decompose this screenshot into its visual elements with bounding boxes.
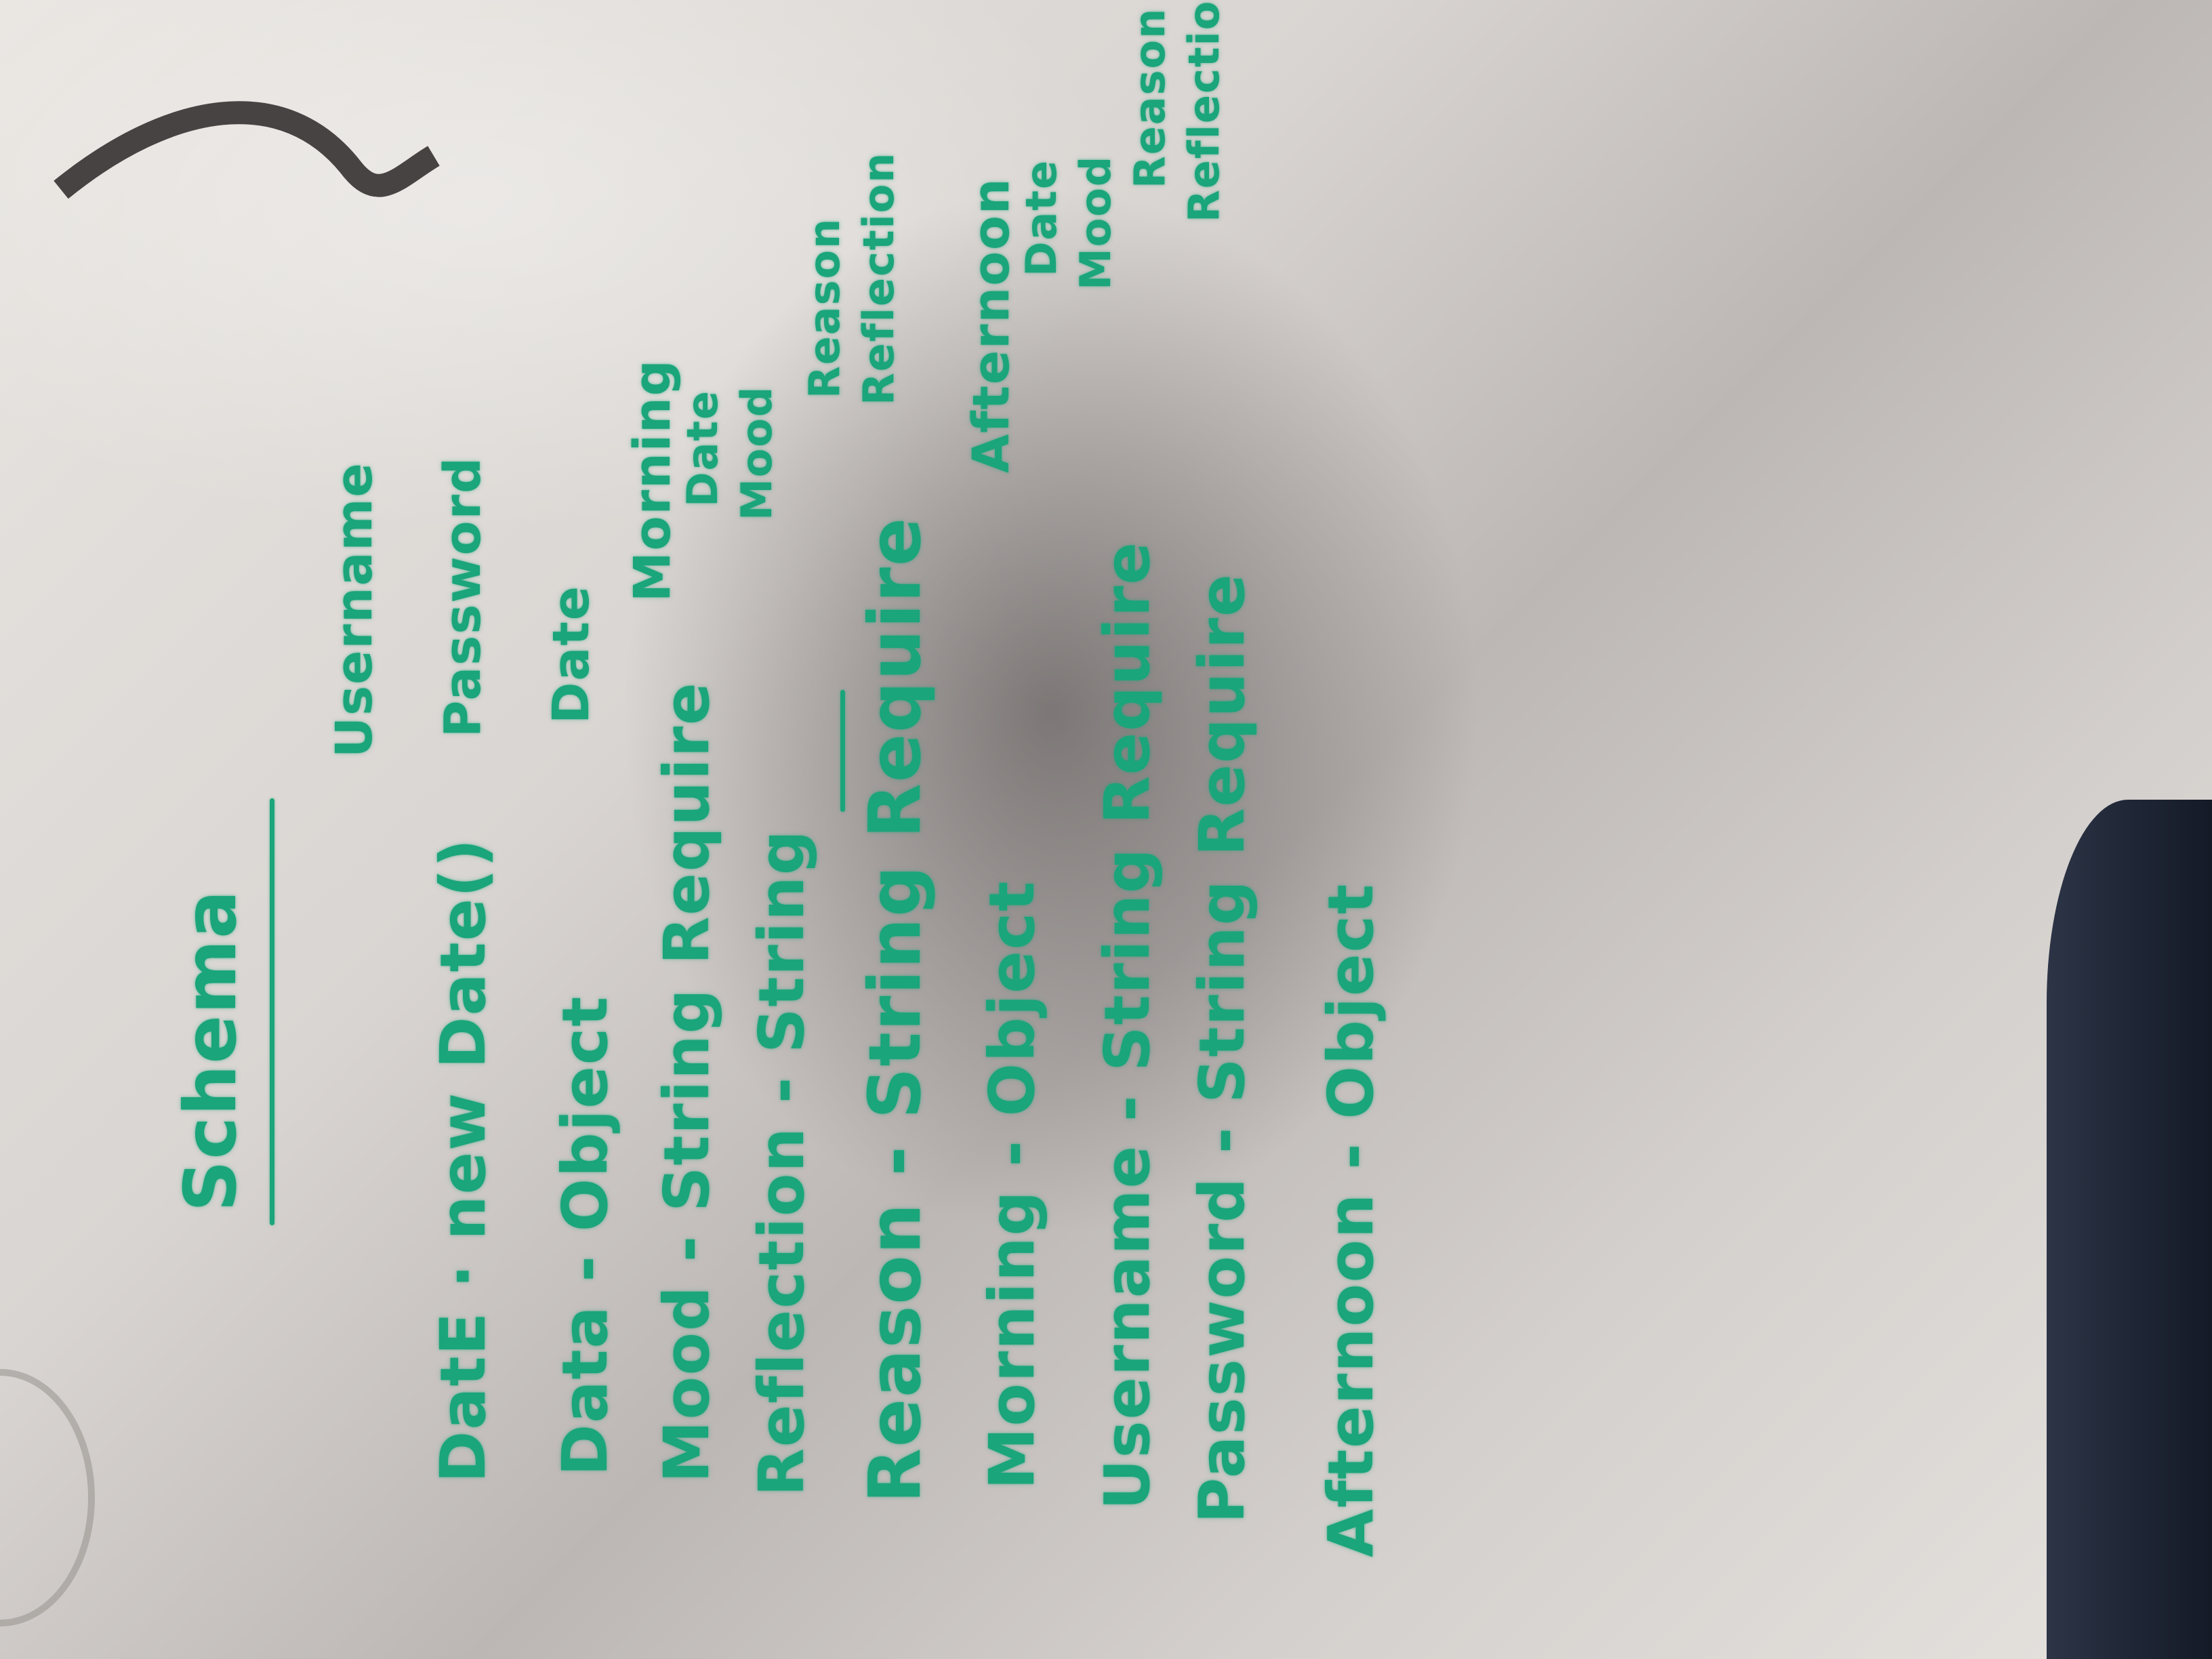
diagram-morning-reflection: Reflection [854,151,903,405]
dark-fabric [2047,800,2212,1659]
schema-line: Reflection - String [745,829,818,1496]
diagram-afternoon-reason: Reason [1125,7,1174,188]
schema-title-underline [270,798,274,1225]
diagram-morning-date: Date [678,390,727,507]
schema-line: Morning - Object [976,880,1048,1490]
diagram-afternoon-reflection: Reflection [1179,0,1229,222]
schema-line: Mood - String Require [651,681,723,1483]
schema-title: Schema [169,888,252,1212]
diagram-afternoon-mood: Mood [1071,155,1120,290]
diagram-afternoon-date: Date [1017,159,1066,276]
schema-line: Reason - String Require [854,516,937,1503]
diagram-morning-reason: Reason [800,217,849,398]
diagram-morning-mood: Mood [732,385,781,520]
diagram-afternoon: Afternoon [962,177,1021,473]
diagram-date: Date [542,585,600,724]
diagram-date-line [840,690,845,812]
schema-line: Password - String Require [1186,573,1258,1523]
schema-line: DatE · new Date() [427,837,499,1483]
diagram-username: Username [325,462,384,758]
schema-line: Username - String Require [1091,541,1164,1510]
diagram-password: Password [434,456,492,737]
diagram-morning: Morning [623,359,682,602]
schema-line: Data - Object [549,995,621,1476]
schema-line: Afternoon - Object [1315,882,1387,1557]
